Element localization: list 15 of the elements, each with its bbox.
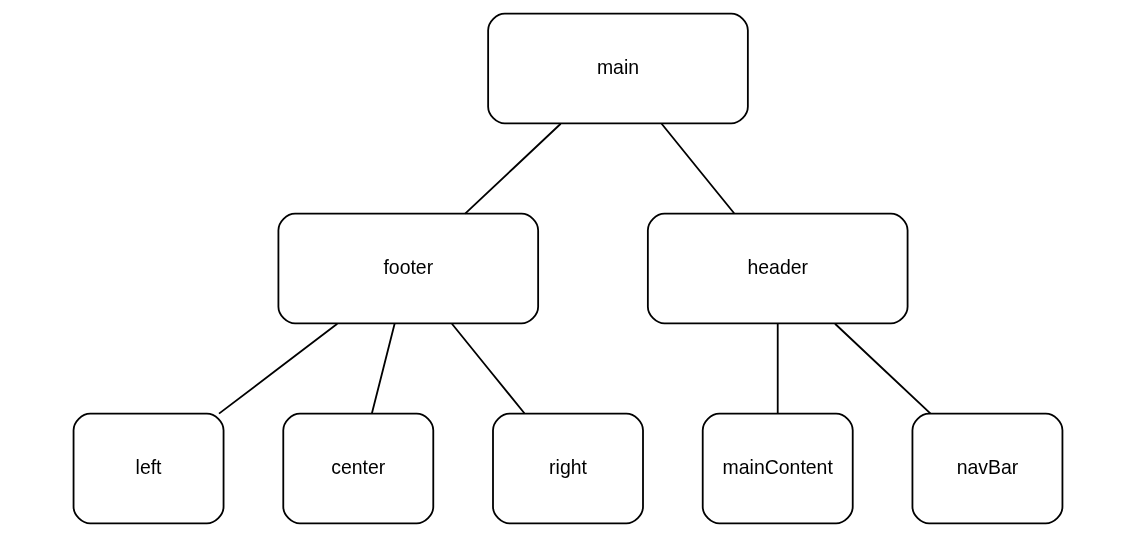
connector	[371, 322, 396, 415]
node-box: main	[487, 12, 749, 125]
node-box: center	[282, 412, 435, 525]
connector	[464, 122, 562, 215]
connector	[776, 322, 779, 415]
connector	[834, 322, 932, 415]
node-box: mainContent	[701, 412, 854, 525]
connector	[451, 322, 526, 415]
node-box: left	[72, 412, 225, 525]
node-box: header	[646, 212, 909, 325]
connector	[218, 322, 339, 415]
node-box: footer	[277, 212, 540, 325]
node-box: right	[492, 412, 644, 525]
node-box: navBar	[911, 412, 1064, 525]
connector	[660, 122, 736, 215]
